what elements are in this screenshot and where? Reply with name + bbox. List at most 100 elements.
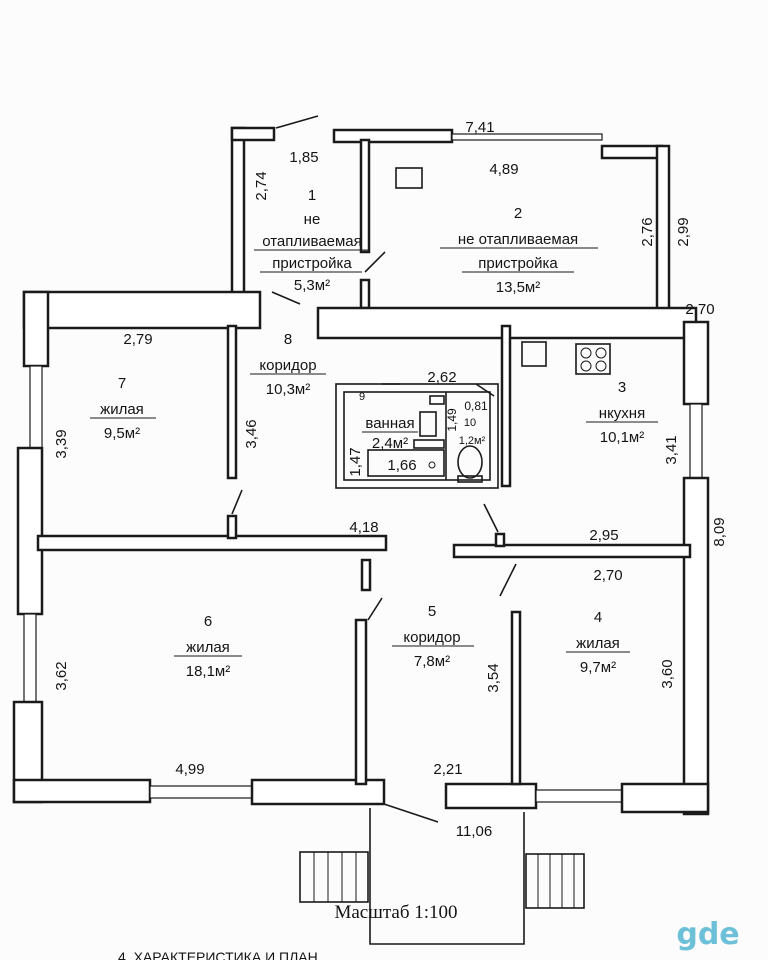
bath-sink-counter (429, 395, 445, 405)
annex-left-wall (230, 126, 246, 308)
annex-top-window (451, 133, 603, 141)
bath-inner (343, 391, 491, 481)
porch (299, 803, 585, 945)
annex-top-wall-b (600, 144, 664, 160)
corridor8-wall (226, 324, 238, 480)
bathtub-drain (428, 461, 436, 469)
bath-door-stub (494, 532, 506, 548)
bath-sink (419, 411, 437, 437)
dimension-kitchen-right: 3,41 (663, 435, 680, 464)
dimension-right-top: 2,70 (685, 301, 714, 318)
room-name: отапливаемая (262, 233, 362, 250)
dimension-corridor5-bottom: 2,21 (433, 761, 462, 778)
dimension-room6-bottom: 4,99 (175, 761, 204, 778)
kitchen-window (689, 403, 703, 479)
room-number: 7 (118, 375, 126, 392)
annex-partition-door (364, 251, 386, 273)
dimension-bottom-total: 11,06 (456, 823, 492, 840)
bath-outer (335, 383, 499, 489)
bath-block (335, 383, 499, 489)
room4-bottom-window (535, 789, 623, 803)
dimension-right-total: 8,09 (711, 517, 728, 546)
dimension-bath-left: 1,47 (347, 447, 364, 476)
room-name: жилая (186, 639, 230, 656)
dimension-room4-right: 3,60 (659, 659, 676, 688)
room-name: не (304, 211, 321, 228)
left-wall-upper (22, 290, 50, 368)
room-area: 13,5м² (496, 279, 541, 296)
dimension-room2-top: 4,89 (489, 161, 518, 178)
mid-wall-right (452, 543, 692, 559)
room-area: 5,3м² (294, 277, 330, 294)
dimension-labels: 7,41 1,85 2,74 4,89 2,76 2,99 2,70 2,79 … (53, 119, 728, 840)
dimension-room7-left: 3,39 (53, 429, 70, 458)
dimension-bath-top: 2,62 (427, 369, 456, 386)
corridor5-wall-right (510, 610, 522, 786)
main-walls (12, 290, 710, 816)
dimension-room4-top: 2,70 (593, 567, 622, 584)
room-number: 3 (618, 379, 626, 396)
bottom-wall-left (12, 778, 152, 804)
dimension-room2-right-inner: 2,76 (639, 217, 656, 246)
mid-wall-left (36, 534, 388, 552)
bottom-wall-room4 (444, 782, 538, 810)
room-area: 2,4м² (372, 435, 408, 452)
room-area: 10,1м² (600, 429, 645, 446)
room-area: 18,1м² (186, 663, 231, 680)
dimension-room1-left: 2,74 (253, 171, 270, 200)
dimension-room6-left: 3,62 (53, 661, 70, 690)
room-number: 8 (284, 331, 292, 348)
toilet-tank (457, 475, 483, 483)
stove-burner-2 (595, 347, 607, 359)
steps-right (525, 853, 585, 909)
top-wall-left (22, 290, 262, 330)
dimension-wc-height: 1,49 (445, 408, 459, 432)
wc-door-mark (475, 383, 495, 397)
porch-outline (369, 808, 525, 945)
dimension-wc-width: 0,81 (464, 399, 488, 413)
room-name: жилая (576, 635, 620, 652)
left-wall-mid (16, 446, 44, 616)
dimension-top-total: 7,41 (465, 119, 494, 136)
watermark-text: gde (676, 917, 739, 952)
room-name: пристройка (478, 255, 558, 272)
corridor5-wall-left (354, 618, 368, 786)
kitchen-stove (575, 343, 611, 375)
bath-sink-bar (413, 439, 445, 449)
corridor5-door-swing-right (499, 563, 517, 597)
room-number: 10 (464, 417, 476, 429)
scale-label: Масштаб 1:100 (334, 902, 457, 923)
room-number: 4 (594, 609, 602, 626)
annex-partition (359, 138, 371, 254)
dimension-corridor8-wall: 3,46 (243, 419, 260, 448)
bath-door-swing (483, 503, 499, 533)
bottom-total-leader (383, 803, 439, 823)
room-name: коридор (403, 629, 460, 646)
dimension-room2-right-outer: 2,99 (675, 217, 692, 246)
room-area: 9,5м² (104, 425, 140, 442)
corridor5-door-swing-left (367, 597, 383, 621)
right-wall-lower (682, 476, 710, 816)
room-name: нкухня (599, 405, 645, 422)
annex-partition-lower (359, 278, 371, 310)
room-name: ванная (365, 415, 414, 432)
annex-right-wall (655, 144, 671, 322)
annex-door-swing (275, 115, 319, 129)
footer-text: 4. ХАРАКТЕРИСТИКА И ПЛАН (118, 949, 318, 960)
room-labels: 1 не отапливаемая пристройка 5,3м² 2 не … (90, 187, 658, 680)
room6-window (23, 613, 37, 703)
toilet-bowl (457, 445, 483, 479)
dimension-mid-left: 4,18 (349, 519, 378, 536)
corridor5-stub-left (360, 558, 372, 592)
room-name: не отапливаемая (458, 231, 578, 248)
stove-burner-4 (595, 360, 607, 372)
room-number: 2 (514, 205, 522, 222)
room-area: 7,8м² (414, 653, 450, 670)
dimension-room7-top: 2,79 (123, 331, 152, 348)
room-area: 9,7м² (580, 659, 616, 676)
annex-entry-swing (271, 291, 301, 305)
bathtub (367, 449, 445, 477)
room-area: 1,2м² (459, 435, 486, 447)
corridor8-door-swing (231, 489, 243, 515)
